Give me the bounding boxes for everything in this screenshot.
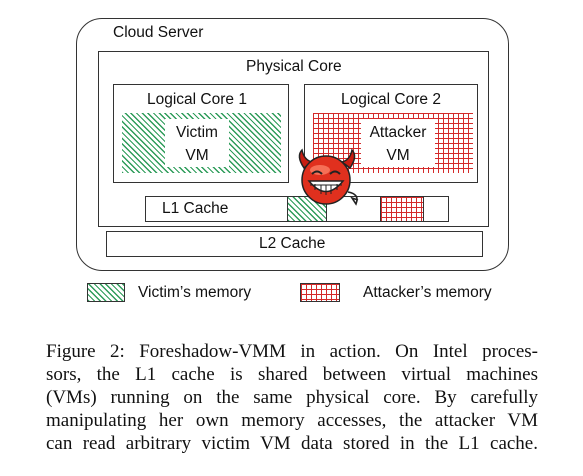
caption-line: can read arbitrary victim VM data stored… [46, 433, 538, 454]
l2-cache-label: L2 Cache [259, 235, 326, 252]
legend-attacker-swatch [300, 283, 340, 302]
devil-face-icon [292, 148, 362, 210]
logical-core-1-label: Logical Core 1 [147, 91, 247, 108]
logical-core-2-label: Logical Core 2 [341, 91, 441, 108]
caption-line: Figure 2: Foreshadow-VMM in action. On I… [46, 341, 538, 362]
legend-victim-label: Victim’s memory [138, 284, 252, 301]
caption-line: (VMs) running on the same physical core.… [46, 387, 538, 408]
l1-attacker-line [380, 197, 424, 221]
caption-line: sors, the L1 cache is shared between vir… [46, 364, 538, 385]
legend-victim-swatch [87, 283, 125, 302]
victim-vm-box: Victim VM [165, 119, 229, 167]
attacker-vm-label-2: VM [386, 147, 410, 164]
victim-vm-label-1: Victim [176, 124, 218, 141]
cloud-server-label: Cloud Server [113, 24, 204, 41]
l2-cache-box [106, 231, 483, 257]
figure-caption: Figure 2: Foreshadow-VMM in action. On I… [46, 340, 538, 455]
caption-line: manipulating her own memory accesses, th… [46, 410, 538, 431]
legend-attacker-label: Attacker’s memory [363, 284, 492, 301]
attacker-vm-label-1: Attacker [369, 124, 427, 141]
victim-vm-label-2: VM [185, 147, 209, 164]
physical-core-label: Physical Core [246, 58, 342, 75]
attacker-vm-box: Attacker VM [361, 119, 435, 167]
l1-cache-label: L1 Cache [162, 200, 229, 217]
